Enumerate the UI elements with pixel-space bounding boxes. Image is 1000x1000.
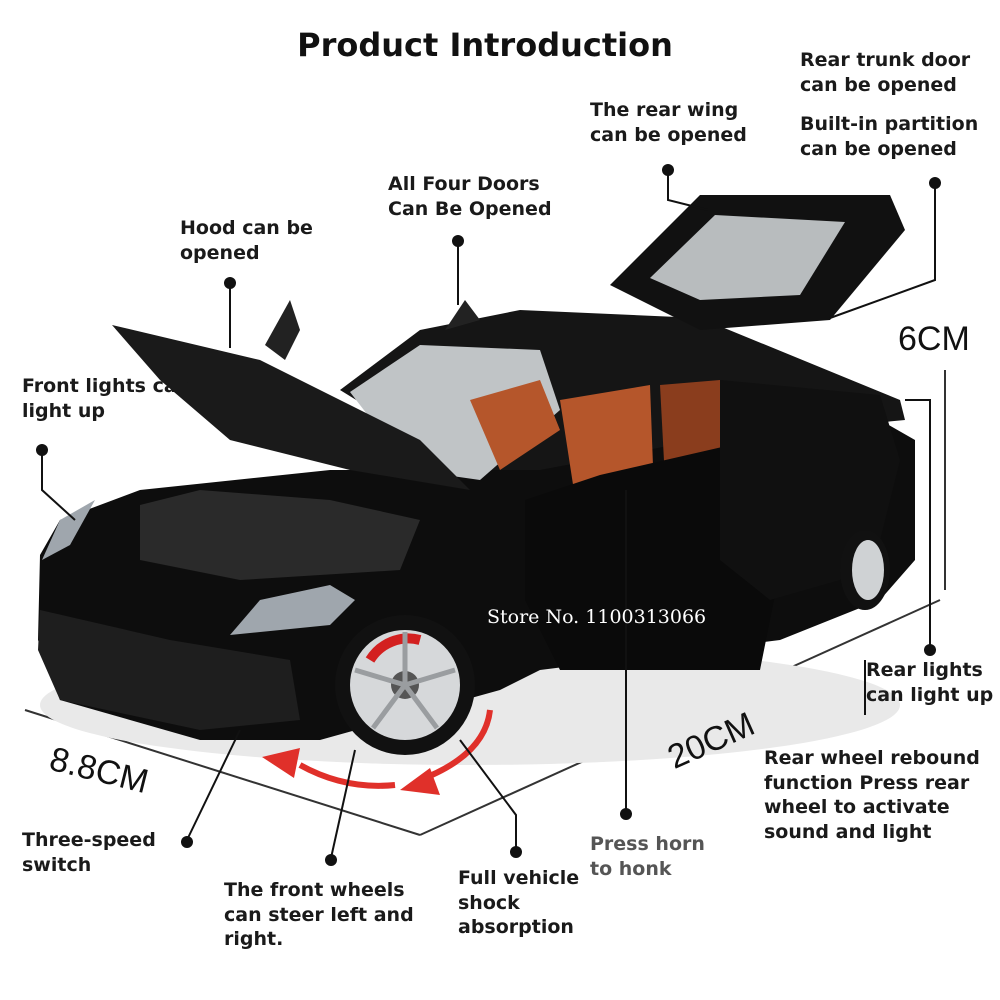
label-three-speed-switch: Three-speed switch (22, 829, 156, 876)
dimension-height: 6CM (898, 320, 970, 358)
label-rear-wheel-rebound: Rear wheel rebound function Press rear w… (764, 747, 980, 844)
page-title: Product Introduction (297, 26, 673, 64)
label-built-in-partition: Built-in partition can be opened (800, 113, 979, 160)
leader-lines (41, 172, 936, 859)
label-rear-lights: Rear lights can light up (866, 659, 994, 706)
label-hood: Hood can be opened (180, 217, 313, 264)
front-wheel (335, 615, 475, 755)
store-watermark: Store No. 1100313066 (487, 606, 707, 628)
leader-dots (36, 164, 941, 866)
brake-caliper (365, 633, 422, 663)
label-press-horn: Press horn to honk (590, 833, 705, 880)
car-body (38, 195, 915, 740)
label-rear-trunk-door: Rear trunk door can be opened (800, 49, 971, 96)
label-rear-wing: The rear wing can be opened (590, 99, 747, 146)
label-all-four-doors: All Four Doors Can Be Opened (388, 173, 552, 220)
rear-wheel (840, 530, 890, 610)
label-front-wheels: The front wheels can steer left and righ… (224, 879, 414, 951)
label-shock-absorption: Full vehicle shock absorption (458, 867, 580, 939)
steer-arrow-icon (298, 709, 493, 789)
label-front-lights: Front lights can light up (22, 375, 191, 422)
